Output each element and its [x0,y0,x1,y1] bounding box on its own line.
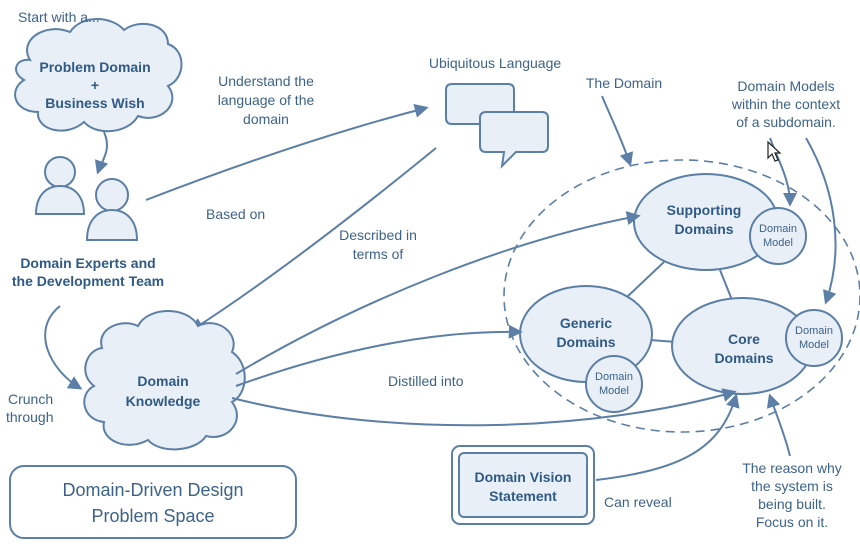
understand-text-1: Understand the [218,73,314,89]
vision-text-1: Domain Vision [475,469,572,485]
reason-text-4: Focus on it. [756,514,828,530]
vision-box-inner [458,452,588,518]
understand-text-2: language of the [218,92,315,108]
distilled-to-supporting-arrow [235,211,641,375]
models-to-core-arrow [805,137,837,305]
understand-arrow [145,103,429,201]
mouse-cursor-icon [767,140,782,162]
people-icon [34,156,139,241]
vision-text-2: Statement [489,488,557,504]
reason-text-3: being built. [758,496,826,512]
core-model-text-1: Domain [795,325,833,337]
crunch-text-1: Crunch [8,391,53,407]
start-label: Start with a... [18,9,100,25]
title-text-1: Domain-Driven Design [62,480,243,500]
distilled-to-generic-arrow [235,324,523,387]
problem-domain-text: Problem Domain [39,59,150,75]
understand-text-3: domain [243,111,289,127]
supporting-domain-model [749,207,807,265]
generic-model-text-2: Model [599,385,629,397]
crunch-arrow [44,305,83,390]
models-to-supporting-arrow [769,137,797,207]
knowledge-text-2: Knowledge [126,393,201,409]
distilled-text: Distilled into [388,373,464,389]
title-text-2: Problem Space [91,506,214,526]
can-reveal-arrow [595,393,740,481]
reason-text-1: The reason why [742,460,842,476]
business-wish-text: Business Wish [45,95,144,111]
reason-text-2: the system is [751,478,833,494]
experts-text-1: Domain Experts and [20,255,155,271]
ubiquitous-language-text: Ubiquitous Language [429,55,562,71]
supporting-core-link [719,269,733,301]
core-text-2: Domains [714,350,773,366]
based-on-text: Based on [206,206,265,222]
generic-model-text-1: Domain [595,371,633,383]
supporting-text-2: Domains [674,221,733,237]
can-reveal-text: Can reveal [604,494,672,510]
supporting-text-1: Supporting [667,202,742,218]
generic-text-2: Domains [556,334,615,350]
models-text-3: of a subdomain. [736,114,836,130]
the-domain-arrow [601,95,634,167]
described-text-1: Described in [339,227,417,243]
described-text-2: terms of [353,246,404,262]
reason-arrow [766,393,791,457]
crunch-text-2: through [6,409,53,425]
problem-domain-cloud [14,18,183,133]
the-domain-boundary [503,159,860,433]
generic-domain-model [585,355,643,413]
speech-bubbles-icon [445,83,549,169]
models-text-2: within the context [731,96,840,112]
core-model-text-2: Model [799,339,829,351]
domain-knowledge-cloud [83,310,246,451]
the-domain-text: The Domain [586,75,662,91]
supporting-generic-link [627,261,665,297]
core-text-1: Core [728,331,760,347]
generic-text-1: Generic [560,315,612,331]
title-box [9,465,297,539]
supporting-model-text-1: Domain [759,223,797,235]
supporting-model-text-2: Model [763,237,793,249]
distilled-to-core-arrow [231,388,737,427]
models-text-1: Domain Models [737,78,834,94]
cloud-to-people-arrow [94,131,109,175]
experts-text-2: the Development Team [12,273,164,289]
core-domain-model [785,309,843,367]
knowledge-text-1: Domain [137,373,188,389]
described-arrow [189,147,437,332]
problem-plus-text: + [91,77,99,93]
